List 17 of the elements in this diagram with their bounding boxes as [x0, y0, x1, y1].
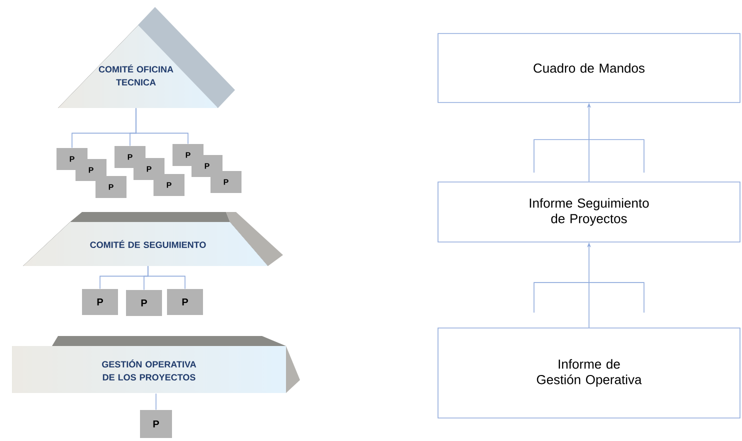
connector	[136, 108, 188, 144]
report-box: Informe de Gestión Operativa	[438, 328, 740, 418]
project-box: P	[96, 176, 126, 198]
project-box: P	[140, 410, 172, 438]
connector	[148, 266, 186, 290]
project-box: P	[126, 290, 162, 316]
operations-banner: GESTIÓN OPERATIVA DE LOS PROYECTOS	[12, 336, 300, 393]
report-box: Cuadro de Mandos	[438, 33, 740, 103]
project-box: P	[167, 288, 203, 315]
project-box: P	[210, 171, 242, 193]
project-box: P	[134, 158, 164, 180]
committee-banner: COMITÉ DE SEGUIMIENTO	[23, 212, 283, 266]
project-box: P	[76, 159, 106, 181]
report-box: Informe Seguimiento de Proyectos	[438, 182, 740, 242]
committee-triangle: COMITÉ OFICINA TECNICA	[58, 7, 235, 108]
project-box: P	[154, 174, 184, 196]
project-box: P	[82, 288, 118, 315]
